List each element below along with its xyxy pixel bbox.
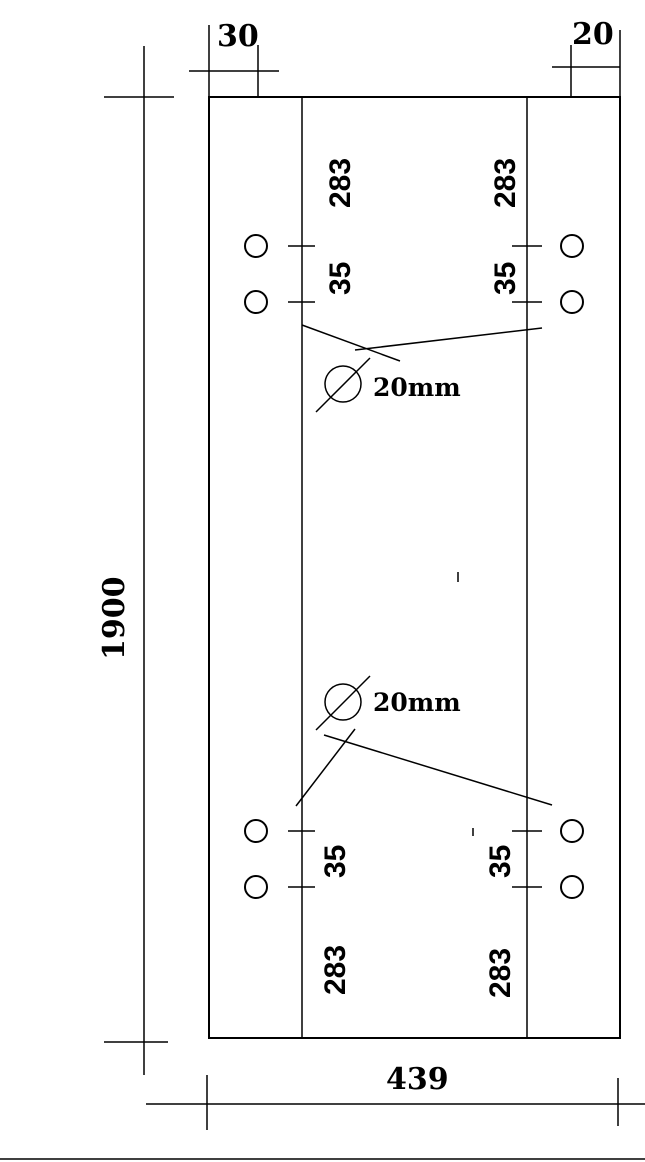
top-right-offset-dimension: 20 <box>552 17 621 97</box>
top-right-hole-group: 283 35 <box>489 158 584 314</box>
top-left-offset-label: 30 <box>217 19 259 54</box>
top-left-spacing-label: 283 <box>324 158 357 208</box>
bottom-hole-callout: 20mm <box>295 675 553 807</box>
bottom-left-pitch-label: 35 <box>319 845 352 878</box>
hole-top-left-lower <box>244 290 268 314</box>
bottom-hole-diameter-label: 20mm <box>373 688 461 717</box>
bottom-right-pitch-label: 35 <box>484 845 517 878</box>
top-hole-diameter-label: 20mm <box>373 373 461 402</box>
overall-height-label: 1900 <box>97 577 132 661</box>
top-right-pitch-label: 35 <box>489 262 522 295</box>
top-left-offset-dimension: 30 <box>189 19 279 97</box>
overall-height-dimension: 1900 <box>97 46 174 1075</box>
hole-bottom-right-lower <box>560 875 584 899</box>
bottom-right-hole-group: 35 283 <box>484 819 584 998</box>
bottom-left-hole-group: 35 283 <box>244 819 352 995</box>
top-right-offset-label: 20 <box>572 17 614 52</box>
panel-outline <box>208 96 621 1039</box>
hole-top-left-upper <box>244 234 268 258</box>
hole-top-right-upper <box>560 234 584 258</box>
bottom-left-spacing-label: 283 <box>319 945 352 995</box>
top-hole-callout: 20mm <box>301 324 543 413</box>
overall-width-dimension: 439 <box>146 1062 645 1130</box>
top-left-hole-group: 283 35 <box>244 158 357 314</box>
top-left-pitch-label: 35 <box>324 262 357 295</box>
hole-bottom-right-upper <box>560 819 584 843</box>
top-right-spacing-label: 283 <box>489 158 522 208</box>
hole-bottom-left-lower <box>244 875 268 899</box>
hole-top-right-lower <box>560 290 584 314</box>
bottom-right-spacing-label: 283 <box>484 948 517 998</box>
overall-width-label: 439 <box>386 1062 449 1097</box>
hole-bottom-left-upper <box>244 819 268 843</box>
top-diameter-symbol <box>324 365 362 403</box>
bottom-diameter-symbol <box>324 683 362 721</box>
